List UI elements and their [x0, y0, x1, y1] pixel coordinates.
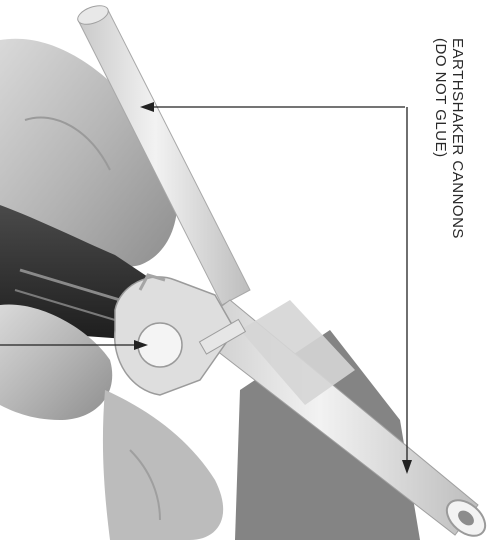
- callout-title: EARTHSHAKER CANNONS: [449, 38, 466, 239]
- callout-note: (DO NOT GLUE): [432, 38, 449, 239]
- cannons-callout: EARTHSHAKER CANNONS (DO NOT GLUE): [432, 38, 466, 239]
